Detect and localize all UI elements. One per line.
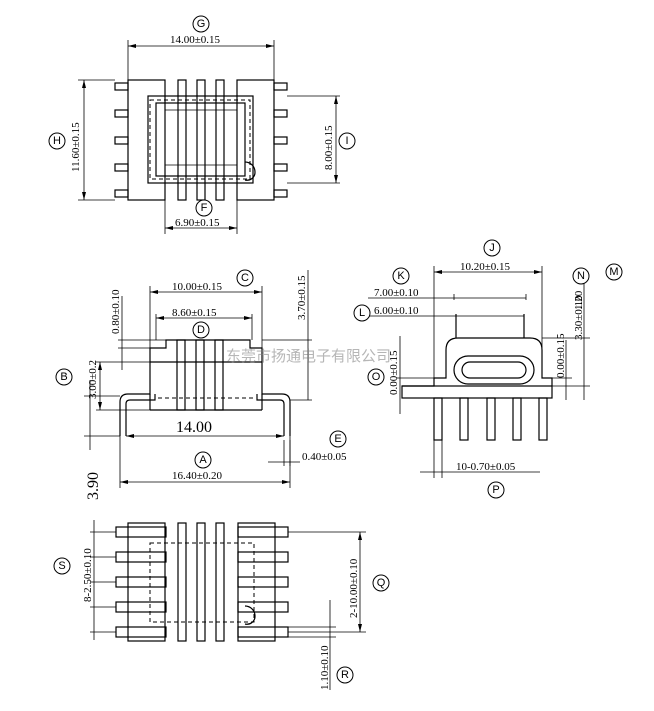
top-view-left-pins <box>114 82 129 198</box>
dim-d-width: 8.60±0.15 <box>172 307 217 319</box>
dim-n-value: 3.30±0.10 <box>573 295 585 340</box>
label-a: A <box>194 451 212 469</box>
front-view: 10.00±0.15 8.60±0.15 0.80±0.10 3.00±0.2 … <box>84 270 347 500</box>
dim-g-width: 14.00±0.15 <box>170 34 221 46</box>
label-p: P <box>487 481 505 499</box>
dim-p-pins: 10-0.70±0.05 <box>456 461 516 473</box>
svg-text:Q: Q <box>377 577 386 589</box>
svg-text:N: N <box>577 270 585 282</box>
label-f: F <box>195 199 213 217</box>
svg-text:M: M <box>609 266 618 278</box>
label-g: G <box>192 15 210 33</box>
dim-h-height: 11.60±0.15 <box>70 122 82 172</box>
side-view-pins <box>433 397 548 441</box>
dim-o-left: 0.00±0.15 <box>388 350 400 395</box>
dim-i-height: 8.00±0.15 <box>323 125 335 170</box>
label-e: E <box>329 430 347 448</box>
bottom-view: 8-2.50±0.10 2-10.00±0.10 1.10±0.10 <box>82 520 366 690</box>
label-j: J <box>483 239 501 257</box>
label-h: H <box>48 132 66 150</box>
svg-text:H: H <box>53 135 61 147</box>
svg-text:I: I <box>345 135 348 147</box>
svg-text:S: S <box>58 560 65 572</box>
dim-side-height: 3.70±0.15 <box>296 275 308 320</box>
svg-text:R: R <box>341 669 349 681</box>
label-d: D <box>192 321 210 339</box>
dim-b-height: 3.00±0.2 <box>87 360 99 399</box>
top-view-right-pins <box>273 82 288 198</box>
svg-text:E: E <box>334 433 341 445</box>
svg-text:B: B <box>60 371 67 383</box>
bottom-view-left-pads <box>115 526 167 638</box>
dim-a-width: 16.40±0.20 <box>172 470 223 482</box>
dim-q-span: 2-10.00±0.10 <box>348 558 360 618</box>
dim-top-step: 0.80±0.10 <box>110 289 122 334</box>
side-view: 10.20±0.15 7.00±0.10 6.00±0.10 3.30±0.10… <box>368 261 590 478</box>
label-o: O <box>367 368 385 386</box>
dim-o-right: 0.00±0.15 <box>555 333 567 378</box>
circled-labels: G H I F C D B E A J K N M L O P S Q R <box>48 15 623 684</box>
dim-r-pad: 1.10±0.10 <box>319 645 331 690</box>
label-b: B <box>55 368 73 386</box>
top-view: 14.00±0.15 11.60±0.15 8.00±0.15 6.90±0.1… <box>70 34 340 234</box>
svg-text:D: D <box>197 324 205 336</box>
svg-text:J: J <box>489 242 495 254</box>
dim-l-width: 6.00±0.10 <box>374 305 419 317</box>
label-r: R <box>336 666 354 684</box>
label-m: M <box>605 263 623 281</box>
dim-c-width: 10.00±0.15 <box>172 281 223 293</box>
label-s: S <box>53 557 71 575</box>
dim-body-width: 14.00 <box>176 419 212 436</box>
svg-text:C: C <box>241 272 249 284</box>
label-c: C <box>236 269 254 287</box>
label-i: I <box>338 132 356 150</box>
label-n: N <box>572 267 590 285</box>
svg-text:O: O <box>372 371 381 383</box>
svg-text:K: K <box>397 270 405 282</box>
dim-e-thick: 0.40±0.05 <box>302 451 347 463</box>
svg-text:A: A <box>199 454 207 466</box>
dim-f-width: 6.90±0.15 <box>175 217 220 229</box>
label-q: Q <box>372 574 390 592</box>
svg-text:P: P <box>492 484 499 496</box>
dim-k-width: 7.00±0.10 <box>374 287 419 299</box>
bottom-view-right-pads <box>237 526 289 638</box>
svg-text:F: F <box>201 202 208 214</box>
dim-total-height: 3.90 <box>85 472 102 500</box>
svg-text:G: G <box>197 18 206 30</box>
dim-m-value: 1.20 <box>573 290 585 310</box>
label-l: L <box>353 304 371 322</box>
label-k: K <box>392 267 410 285</box>
svg-text:L: L <box>359 307 365 319</box>
dim-j-width: 10.20±0.15 <box>460 261 511 273</box>
dim-s-pitch: 8-2.50±0.10 <box>82 548 94 602</box>
company-watermark: 东莞市扬通电子有限公司 <box>226 347 391 365</box>
